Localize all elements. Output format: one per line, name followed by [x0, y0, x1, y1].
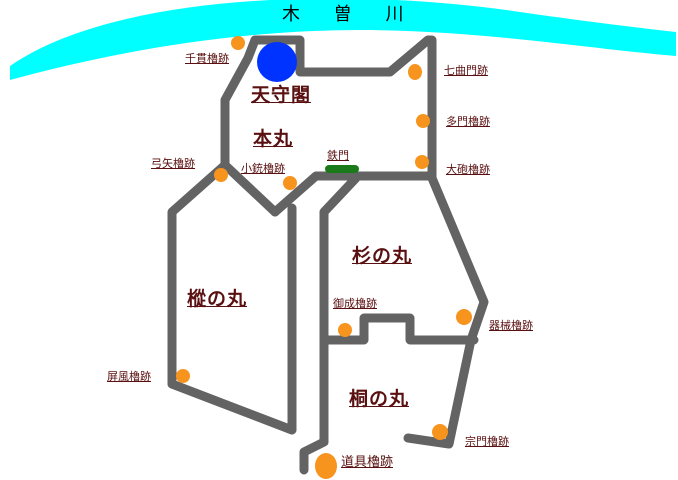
wall-inner-west — [299, 173, 361, 475]
onari-yagura-label: 御成櫓跡 — [333, 297, 377, 310]
byobu-yagura-label: 屏風櫓跡 — [107, 370, 151, 383]
marker-onari — [338, 323, 352, 337]
senkan-yagura-label: 千貫櫓跡 — [185, 52, 229, 65]
wall-sugi-east — [403, 173, 489, 449]
tenshukaku-label: 天守閣 — [251, 84, 312, 106]
marker-kozutsu — [283, 176, 297, 190]
marker-tamon — [416, 114, 430, 128]
wall-honmaru-west — [220, 35, 280, 217]
castle-walls — [167, 35, 489, 475]
shichikyoku-mon-label: 七曲門跡 — [444, 64, 488, 77]
tamon-yagura-label: 多門櫓跡 — [446, 115, 490, 128]
kiso-river — [10, 0, 676, 80]
tetsumon-gate — [325, 165, 359, 173]
sugi-no-maru-label: 杉の丸 — [352, 245, 413, 267]
marker-yumiya — [214, 168, 228, 182]
wall-shou — [167, 160, 297, 435]
honmaru-label: 本丸 — [253, 128, 294, 150]
kikai-yagura-label: 器械櫓跡 — [489, 319, 533, 332]
tenshu-marker — [257, 42, 297, 82]
marker-somon — [432, 424, 448, 440]
marker-shichikyoku — [408, 64, 422, 80]
marker-dogu — [315, 453, 337, 479]
shou-no-maru-label: 樅の丸 — [187, 288, 248, 310]
marker-byobu — [176, 369, 190, 383]
wall-onari-notch — [319, 313, 479, 345]
wall-tenshu — [250, 35, 437, 183]
river-label: 木 曽 川 — [282, 4, 418, 25]
ruin-markers — [176, 36, 472, 479]
tetsumon-label: 鉄門 — [327, 149, 349, 162]
taiho-yagura-label: 大砲櫓跡 — [446, 163, 490, 176]
marker-kikai — [456, 309, 472, 325]
marker-taiho — [415, 155, 429, 169]
kiri-no-maru-label: 桐の丸 — [349, 388, 410, 410]
marker-senkan — [231, 36, 245, 50]
dogu-yagura-label: 道具櫓跡 — [341, 455, 394, 470]
somon-yagura-label: 宗門櫓跡 — [465, 435, 509, 448]
wall-cross — [270, 171, 437, 217]
kozutsu-yagura-label: 小銃櫓跡 — [241, 162, 285, 175]
yumiya-yagura-label: 弓矢櫓跡 — [151, 157, 195, 170]
